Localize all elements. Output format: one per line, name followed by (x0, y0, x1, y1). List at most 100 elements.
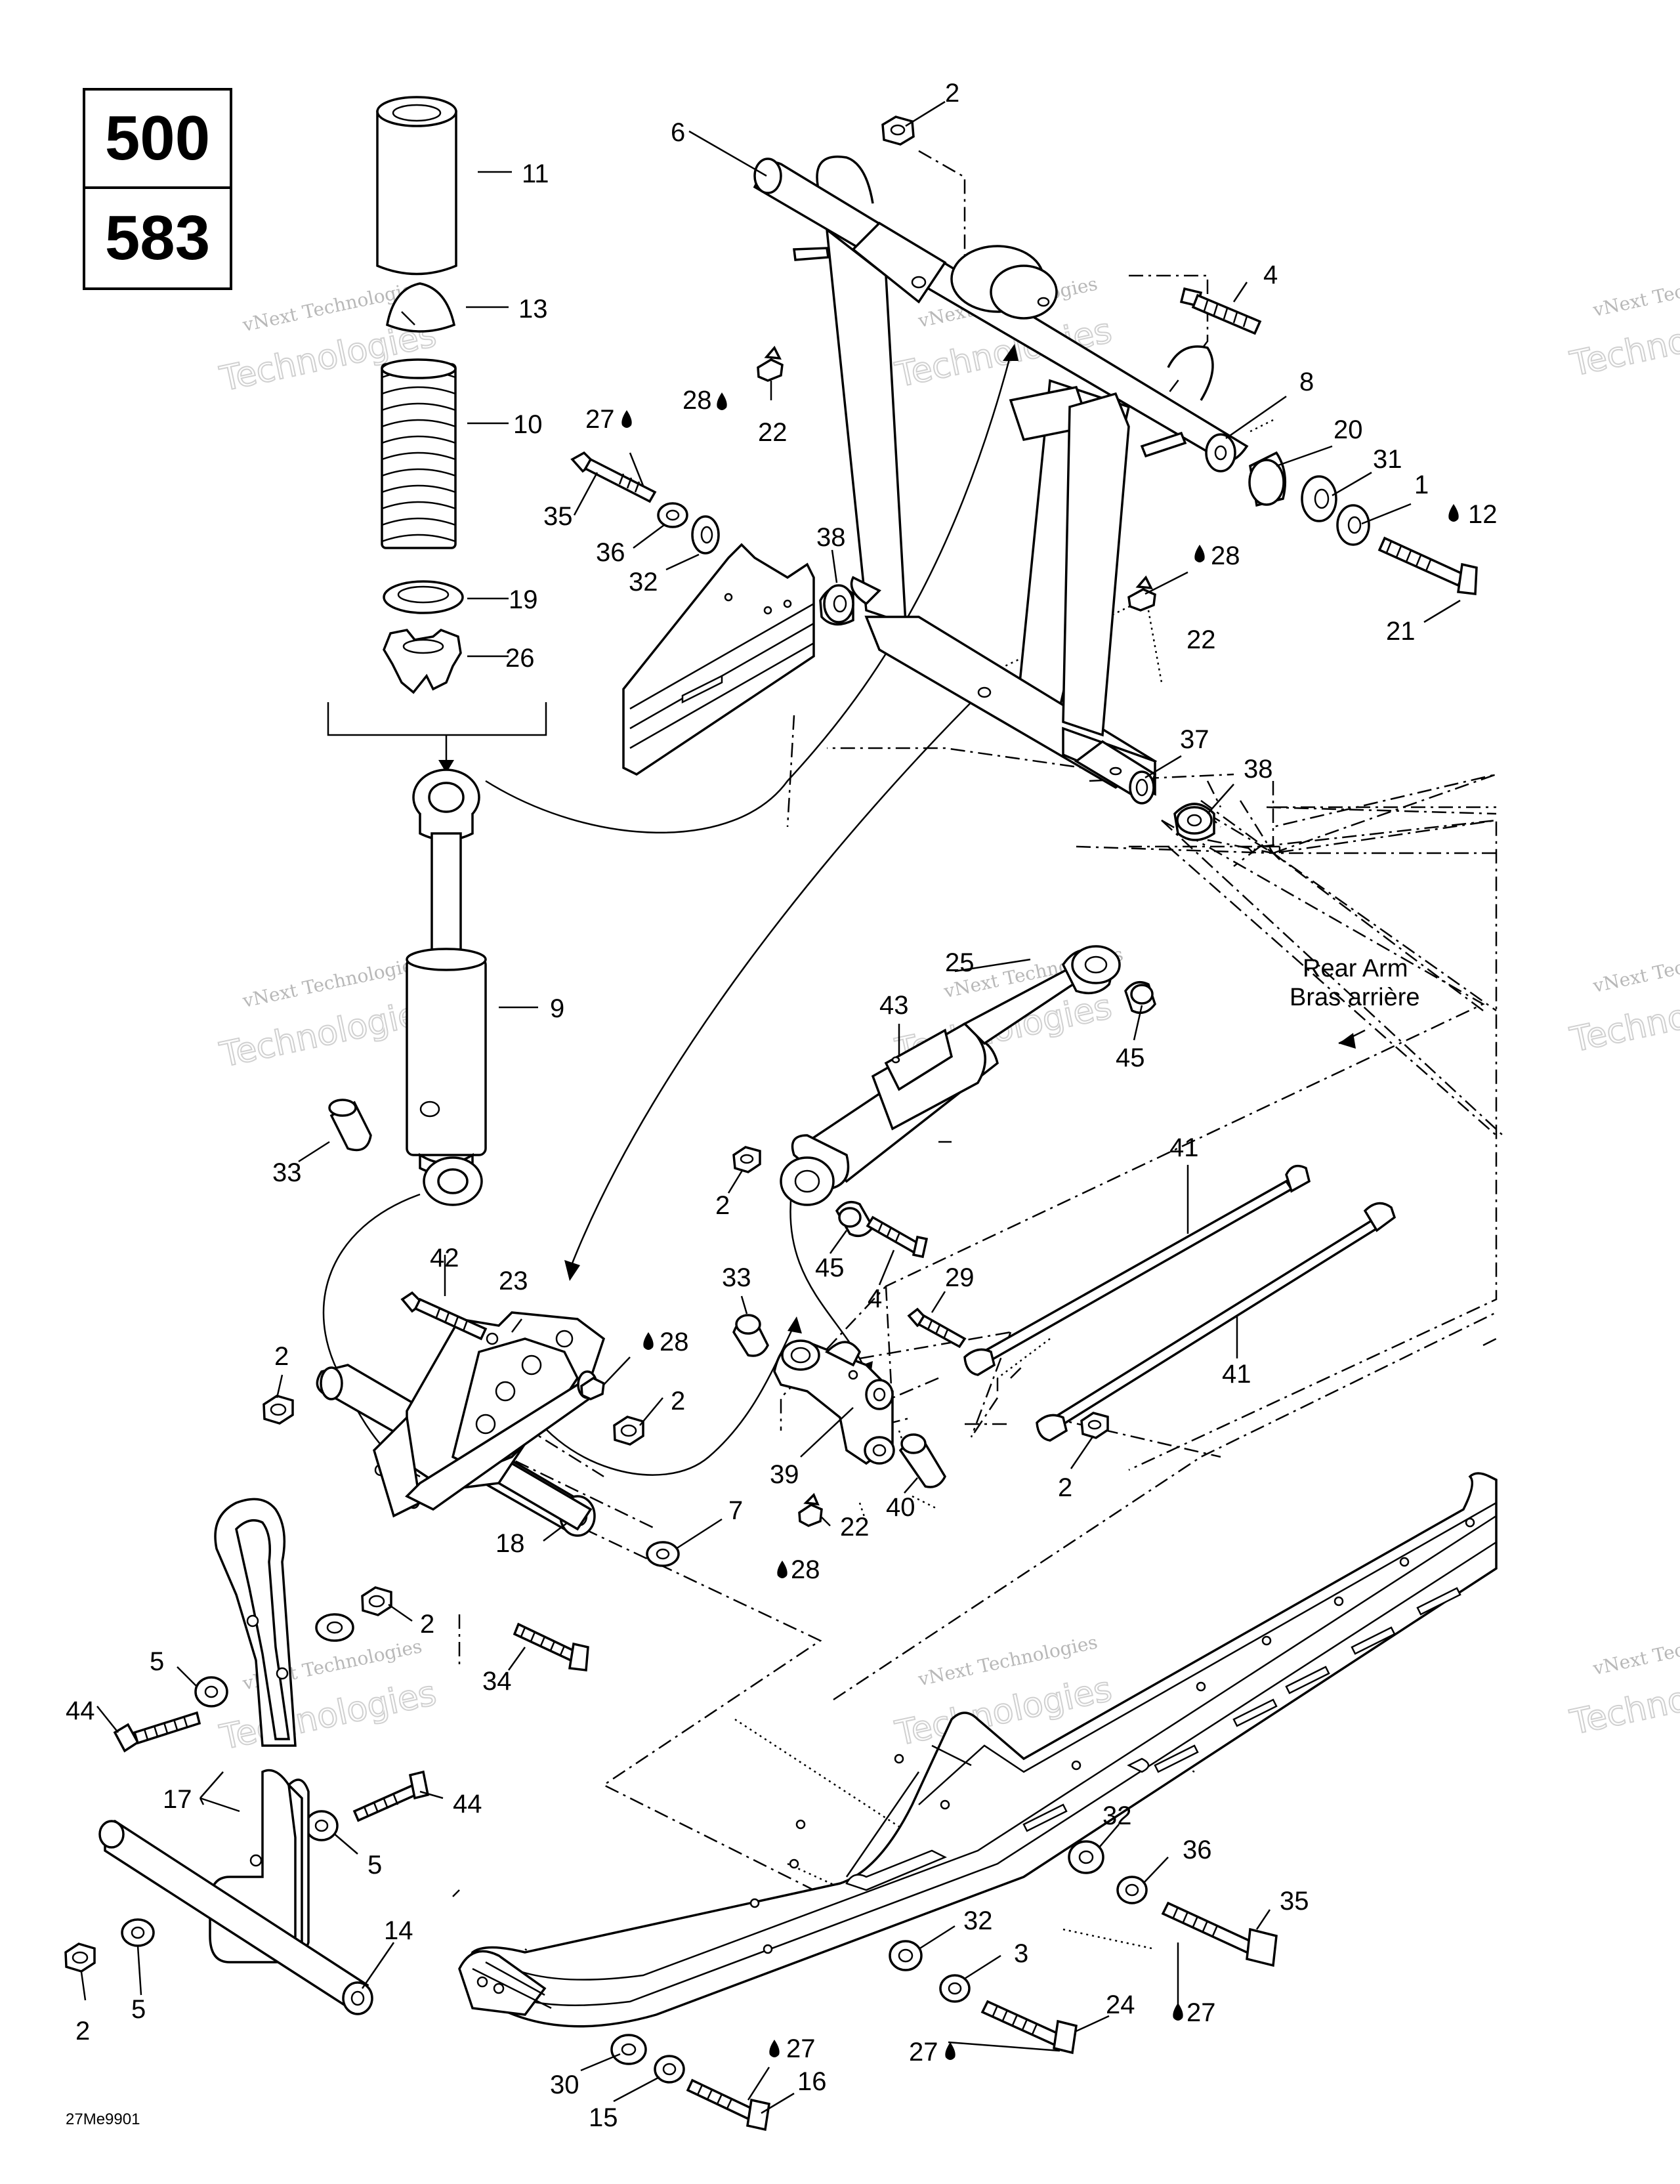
callout-5: 5 (150, 1647, 164, 1676)
callout-26: 26 (505, 644, 535, 673)
callout-18: 18 (495, 1529, 525, 1558)
callout-36: 36 (596, 538, 625, 567)
callout-38: 38 (816, 523, 846, 552)
callout-5: 5 (131, 1995, 146, 2024)
drop-icon (643, 1332, 654, 1350)
spring-stack (376, 96, 464, 694)
callout-17: 17 (163, 1785, 192, 1814)
model-number-box: 500 583 (83, 88, 232, 290)
callout-1: 1 (1414, 471, 1429, 499)
callout-7: 7 (728, 1496, 743, 1525)
callout-8: 8 (1299, 368, 1314, 396)
adjuster-cam (383, 628, 462, 694)
watermark-text: vNext Technologies (1591, 262, 1680, 321)
rear-shock-nut (732, 1146, 761, 1173)
callout-4: 4 (868, 1284, 882, 1313)
callout-11: 11 (522, 159, 549, 188)
drop-icon (1173, 2003, 1183, 2021)
rocker-bushing-40 (898, 1433, 946, 1488)
callout-5: 5 (368, 1851, 382, 1880)
callout-15: 15 (589, 2103, 618, 2132)
callout-32: 32 (629, 568, 658, 597)
link-nut (1080, 1412, 1109, 1439)
callout-2: 2 (671, 1387, 685, 1416)
drop-icon (1194, 545, 1205, 562)
callout-44: 44 (66, 1696, 95, 1725)
callout-38: 38 (1244, 755, 1273, 784)
callout-2: 2 (274, 1342, 289, 1371)
bracket-nut-left (262, 1395, 294, 1425)
callout-2: 2 (945, 79, 959, 108)
rail-hardware (610, 1840, 1278, 2132)
rear-shock-bolt (866, 1215, 929, 1259)
callout-20: 20 (1334, 415, 1363, 444)
model-number: 583 (104, 203, 211, 273)
callout-45: 45 (815, 1253, 845, 1282)
callout-39: 39 (770, 1460, 799, 1489)
drop-icon (945, 2042, 956, 2060)
callout-4: 4 (1263, 261, 1278, 289)
callout-6: 6 (671, 118, 685, 147)
callout-numbers: 2 6 4 11 13 10 19 26 27 28 22 35 36 32 3… (66, 79, 1498, 2132)
spring-seat (383, 580, 464, 614)
shaft-bolt-34 (513, 1622, 589, 1671)
callout-22: 22 (1186, 625, 1216, 654)
drop-icon (777, 1561, 788, 1578)
callout-33: 33 (722, 1263, 751, 1292)
rear-arm-label-fr: Bras arrière (1290, 984, 1420, 1011)
callout-25: 25 (945, 948, 975, 977)
rocker-grease-nipple (798, 1492, 823, 1527)
callout-32: 32 (1102, 1801, 1132, 1830)
callout-27: 27 (585, 405, 615, 434)
callout-23: 23 (499, 1267, 528, 1295)
rocker-bushing-33 (732, 1314, 769, 1357)
spring-stopper (386, 282, 456, 333)
callout-2: 2 (1058, 1473, 1072, 1502)
callout-28: 28 (1211, 541, 1240, 570)
shock-bushing (328, 1099, 372, 1152)
spring-boot (376, 96, 457, 276)
rear-shock-bushing-lower (835, 1200, 875, 1238)
callout-27: 27 (909, 2038, 938, 2067)
callout-27: 27 (1186, 1998, 1216, 2027)
drop-icon (769, 2040, 780, 2057)
rear-shock-absorber (780, 945, 1121, 1206)
callout-35: 35 (543, 502, 573, 531)
callout-41: 41 (1169, 1133, 1199, 1162)
rear-shock-bushing-upper (1124, 980, 1156, 1015)
front-shock-absorber (406, 768, 487, 1206)
callout-13: 13 (518, 295, 548, 324)
callout-40: 40 (886, 1493, 915, 1522)
callout-19: 19 (509, 585, 538, 614)
front-arm (753, 156, 1249, 805)
watermark-text: vNext Technologies (1591, 1620, 1680, 1679)
callout-41: 41 (1222, 1360, 1251, 1389)
bracket-nut-right (613, 1416, 644, 1446)
drop-icon (717, 392, 727, 410)
callout-30: 30 (550, 2070, 579, 2099)
callout-2: 2 (715, 1191, 730, 1220)
drop-icon (621, 410, 632, 428)
callout-27: 27 (786, 2034, 816, 2063)
bracket-bolt-42 (400, 1291, 488, 1341)
callout-16: 16 (797, 2067, 827, 2096)
rail-fragment-upper (622, 543, 815, 776)
stopper-straps (963, 1164, 1396, 1442)
callout-28: 28 (682, 386, 712, 415)
callout-33: 33 (272, 1158, 302, 1187)
callout-32: 32 (963, 1906, 993, 1935)
rocker-arm (773, 1339, 895, 1465)
callout-22: 22 (758, 418, 788, 447)
callout-34: 34 (482, 1667, 512, 1696)
callout-22: 22 (840, 1513, 870, 1542)
callout-leaders (80, 100, 1461, 2114)
callout-10: 10 (513, 410, 543, 439)
slide-rail (458, 1472, 1498, 2028)
watermark-text: vNext Technologies (1591, 938, 1680, 997)
drop-icon (1448, 504, 1459, 522)
rear-arm-label: Rear Arm Bras arrière (1290, 955, 1420, 1049)
callout-2: 2 (75, 2017, 90, 2046)
callout-24: 24 (1106, 1990, 1135, 2019)
callout-2: 2 (420, 1610, 434, 1639)
